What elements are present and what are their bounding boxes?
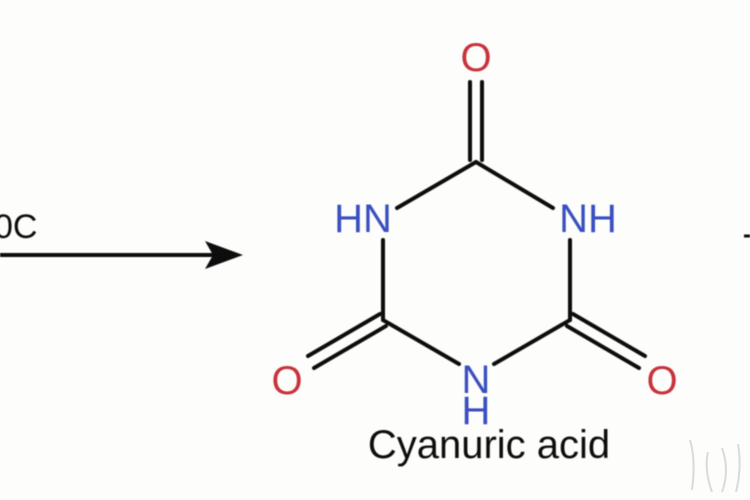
bond-c2-o-left-a xyxy=(306,312,382,358)
atom-hydrogen-bottom: H xyxy=(462,389,491,433)
bond-c3-n-bottom xyxy=(492,318,572,366)
bond-c2-o-left-b xyxy=(312,324,388,370)
atom-oxygen-left: O xyxy=(271,359,302,403)
bond-c3-o-right-b xyxy=(565,324,641,370)
atom-nitrogen-bottom: N xyxy=(462,358,491,402)
atom-oxygen-top: O xyxy=(460,36,491,80)
bond-c1-n-right xyxy=(474,160,555,210)
reaction-condition-label: 0C xyxy=(0,208,37,246)
molecule-bonds xyxy=(306,80,647,370)
atom-oxygen-right: O xyxy=(646,359,677,403)
bond-c2-n-bottom xyxy=(381,318,461,366)
bond-c1-n-left xyxy=(395,160,478,210)
bond-c3-o-right-a xyxy=(571,312,647,358)
watermark-mark xyxy=(689,439,741,493)
molecule-atoms: O HN NH O O N H xyxy=(271,36,677,433)
molecule-name-label: Cyanuric acid xyxy=(368,423,610,467)
atom-nitrogen-left: HN xyxy=(334,197,392,241)
arrow-head xyxy=(205,241,243,269)
reaction-arrow xyxy=(0,241,243,269)
atom-nitrogen-right: NH xyxy=(559,197,617,241)
